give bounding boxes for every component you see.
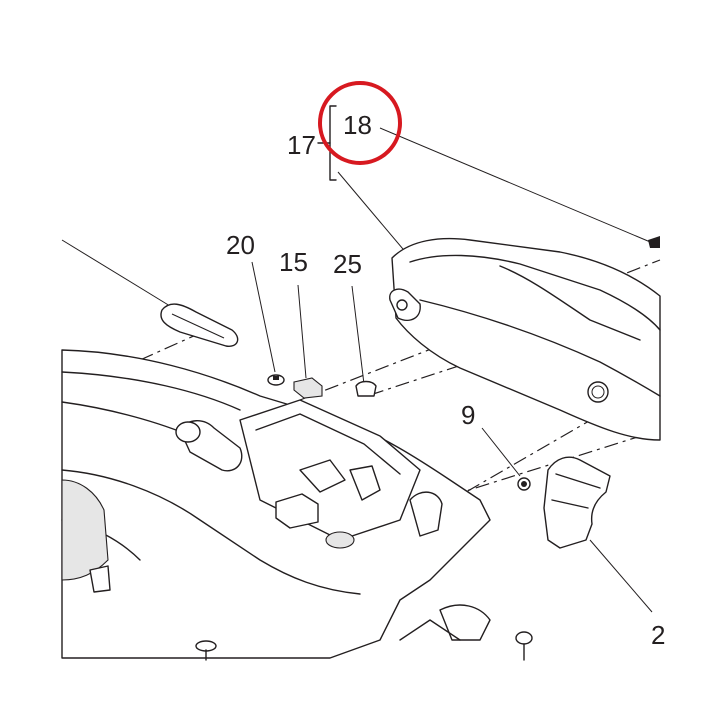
bottom-screw-right (515, 631, 533, 661)
side-bracket-part (543, 456, 611, 549)
fastener-9-nut (517, 477, 531, 491)
callout-9: 9 (461, 400, 476, 430)
bottom-screw-left (195, 640, 217, 661)
leader-lines (61, 127, 656, 613)
callout-2-partial: 2 (651, 620, 666, 650)
fastener-15-pad (293, 377, 323, 399)
callout-15: 15 (279, 247, 308, 277)
upper-cover-part (389, 236, 661, 441)
fastener-25-clip (355, 380, 377, 397)
fastener-20-screw (267, 374, 285, 386)
callout-17: 17 (287, 130, 316, 160)
trim-piece (160, 303, 239, 347)
main-housing-part (61, 349, 491, 659)
highlight-circle (318, 81, 402, 165)
callout-20: 20 (226, 230, 255, 260)
callout-18: 18 (343, 110, 372, 140)
callout-25: 25 (333, 249, 362, 279)
